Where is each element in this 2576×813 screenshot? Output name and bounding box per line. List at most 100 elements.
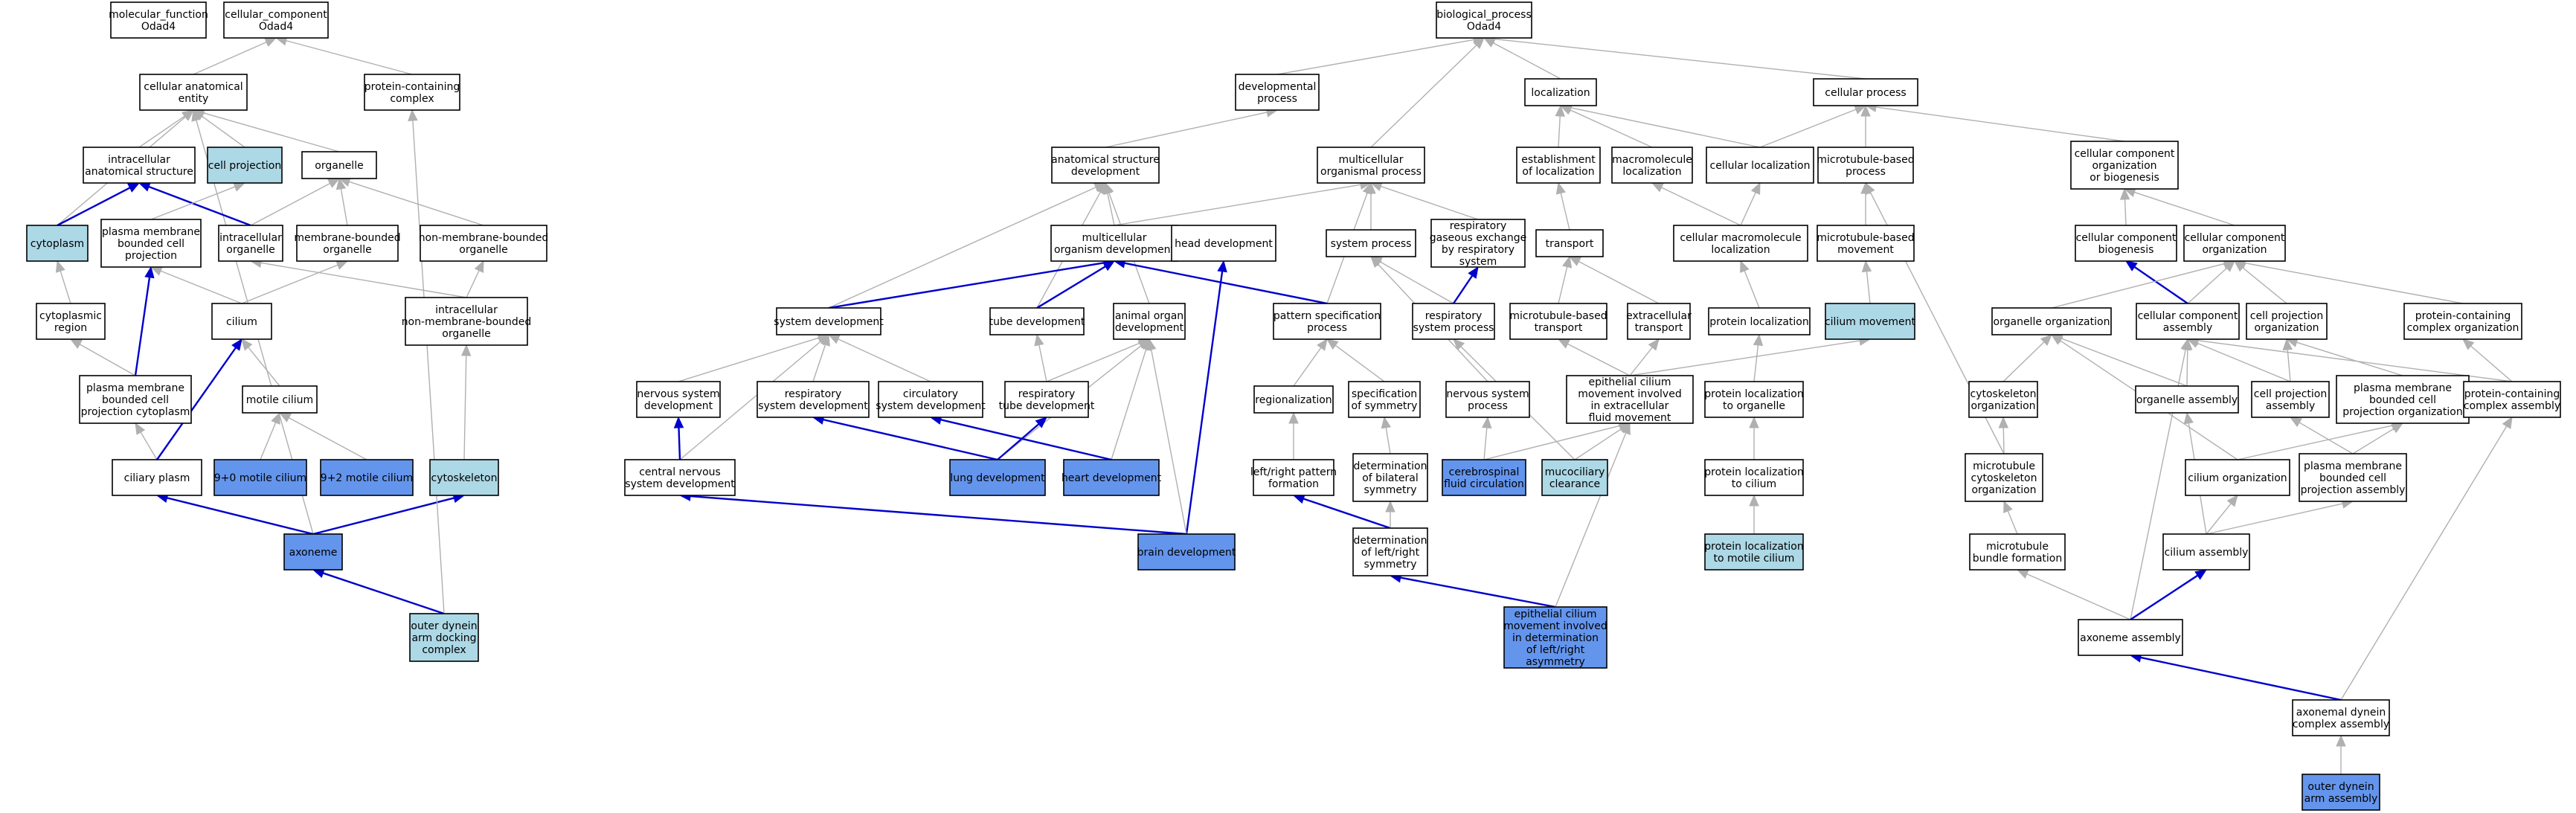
node-box — [949, 459, 1046, 496]
node-inmbo[interactable]: intracellularnon-membrane-boundedorganel… — [402, 297, 532, 346]
node-cyto[interactable]: cytoplasm — [26, 225, 89, 262]
node-celoc[interactable]: cellular localization — [1706, 147, 1814, 184]
node-label-line: transport — [1635, 322, 1683, 334]
node-lund[interactable]: lung development — [949, 459, 1046, 496]
node-td[interactable]: tube development — [989, 307, 1085, 335]
node-cilium[interactable]: cilium — [211, 303, 272, 340]
node-sysp[interactable]: system process — [1326, 229, 1416, 257]
node-cmov[interactable]: cilium movement — [1825, 303, 1916, 340]
edge-ecm-to-ect — [1629, 338, 1660, 376]
node-mcil[interactable]: motile cilium — [242, 385, 318, 414]
node-oa[interactable]: organelle assembly — [2135, 385, 2239, 414]
node-csk[interactable]: cytoskeleton — [429, 459, 499, 496]
node-loc[interactable]: localization — [1524, 78, 1597, 106]
node-hd[interactable]: head development — [1171, 225, 1276, 262]
node-label-line: to motile cilium — [1714, 553, 1795, 565]
node-cproj[interactable]: cell projection — [207, 147, 283, 184]
edge-odad-to-axo — [312, 568, 445, 615]
node-braind[interactable]: brain development — [1137, 533, 1236, 571]
node-sd[interactable]: system development — [774, 307, 884, 335]
node-transp[interactable]: transport — [1535, 229, 1604, 257]
node-corg[interactable]: cilium organization — [2185, 459, 2290, 496]
node-c92[interactable]: 9+2 motile cilium — [320, 459, 414, 496]
node-c90[interactable]: 9+0 motile cilium — [213, 459, 307, 496]
node-cplasm[interactable]: ciliary plasm — [112, 459, 202, 496]
node-label-line: 9+0 motile cilium — [214, 472, 306, 484]
node-heard[interactable]: heart development — [1061, 459, 1162, 496]
node-cellp[interactable]: cellular process — [1813, 78, 1918, 106]
node-axa[interactable]: axoneme assembly — [2078, 619, 2183, 656]
node-ploc[interactable]: protein localization — [1708, 307, 1811, 335]
node-org[interactable]: organelle — [301, 151, 377, 179]
node-box — [1516, 147, 1601, 184]
node-box — [1171, 225, 1276, 262]
node-reg[interactable]: regionalization — [1253, 385, 1334, 414]
node-axo[interactable]: axoneme — [283, 533, 343, 571]
node-label-line: cerebrospinal — [1449, 466, 1520, 478]
node-ca[interactable]: cilium assembly — [2162, 533, 2250, 571]
node-label-line: non-membrane-bounded — [402, 316, 532, 328]
node-oo[interactable]: organelle organization — [1991, 307, 2112, 335]
